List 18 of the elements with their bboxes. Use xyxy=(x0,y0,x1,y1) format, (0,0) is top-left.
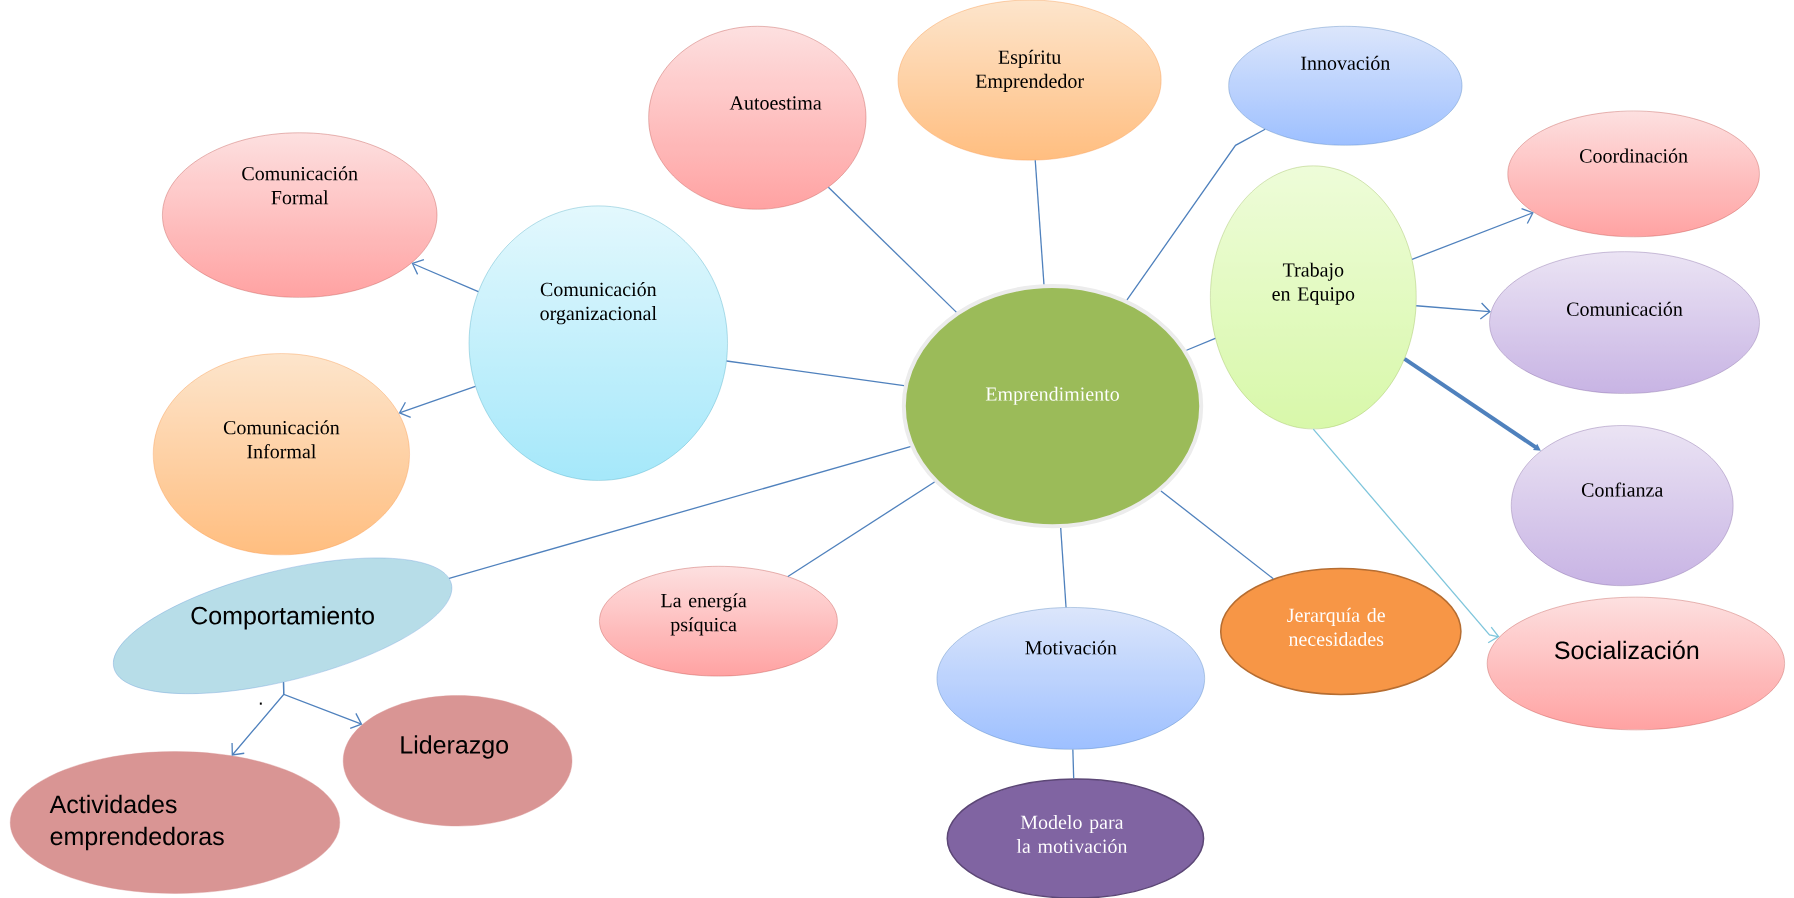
connector-line xyxy=(448,446,912,579)
arrow xyxy=(1312,428,1500,644)
connector-line xyxy=(1126,128,1266,301)
connector-line xyxy=(1185,337,1216,351)
connector-line xyxy=(1034,159,1045,285)
arrow xyxy=(1403,357,1541,451)
connector-line xyxy=(787,481,936,578)
connector-line xyxy=(1160,490,1274,580)
stray-dot: . xyxy=(259,702,262,705)
connector-line xyxy=(726,360,905,387)
connector-line xyxy=(827,186,957,313)
connector-line xyxy=(1060,527,1067,608)
arrow xyxy=(231,681,285,756)
arrow xyxy=(398,385,476,419)
arrow xyxy=(1411,207,1534,260)
connector-line xyxy=(1072,748,1075,779)
arrow xyxy=(1415,302,1491,320)
arrow xyxy=(411,259,479,293)
